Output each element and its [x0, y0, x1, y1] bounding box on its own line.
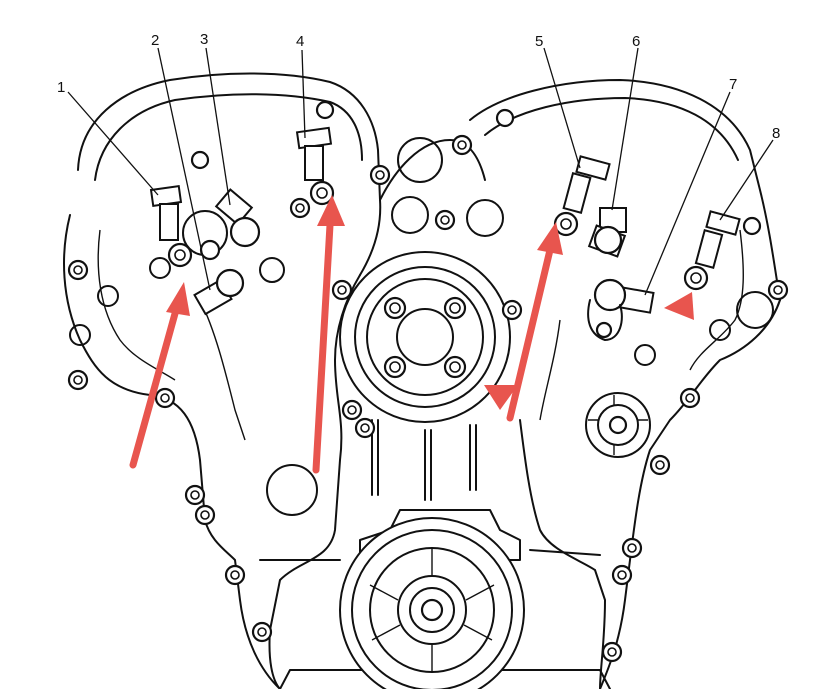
callout-4: 4	[296, 33, 304, 50]
callout-7: 7	[729, 76, 737, 93]
cover-bolts	[67, 134, 789, 663]
sensor-3	[190, 150, 261, 248]
water-pump-pulley	[339, 251, 511, 501]
red-arrow-2	[312, 195, 345, 474]
crankshaft-balancer	[339, 517, 525, 689]
leader-lines	[67, 47, 774, 296]
belt-tensioner	[585, 392, 651, 458]
sensor-7	[587, 278, 655, 341]
annotation-arrows	[129, 195, 694, 474]
sensor-6	[587, 207, 627, 258]
callout-labels: 1 2 3 4 5 6 7 8	[57, 31, 780, 142]
callout-5: 5	[535, 33, 543, 50]
red-arrow-3	[506, 222, 563, 422]
sensor-1	[149, 184, 193, 268]
red-arrow-5	[664, 292, 694, 320]
callout-6: 6	[632, 33, 640, 50]
red-arrow-1	[129, 282, 190, 469]
red-arrow-4	[484, 385, 518, 410]
callout-1: 1	[57, 79, 65, 96]
sensor-5	[495, 108, 611, 237]
sensor-4	[295, 100, 335, 206]
callout-8: 8	[772, 125, 780, 142]
callout-2: 2	[151, 32, 159, 49]
sensor-2	[193, 239, 245, 316]
callout-3: 3	[200, 31, 208, 48]
engine-front-cover	[63, 72, 781, 689]
sensor-8	[683, 210, 762, 291]
